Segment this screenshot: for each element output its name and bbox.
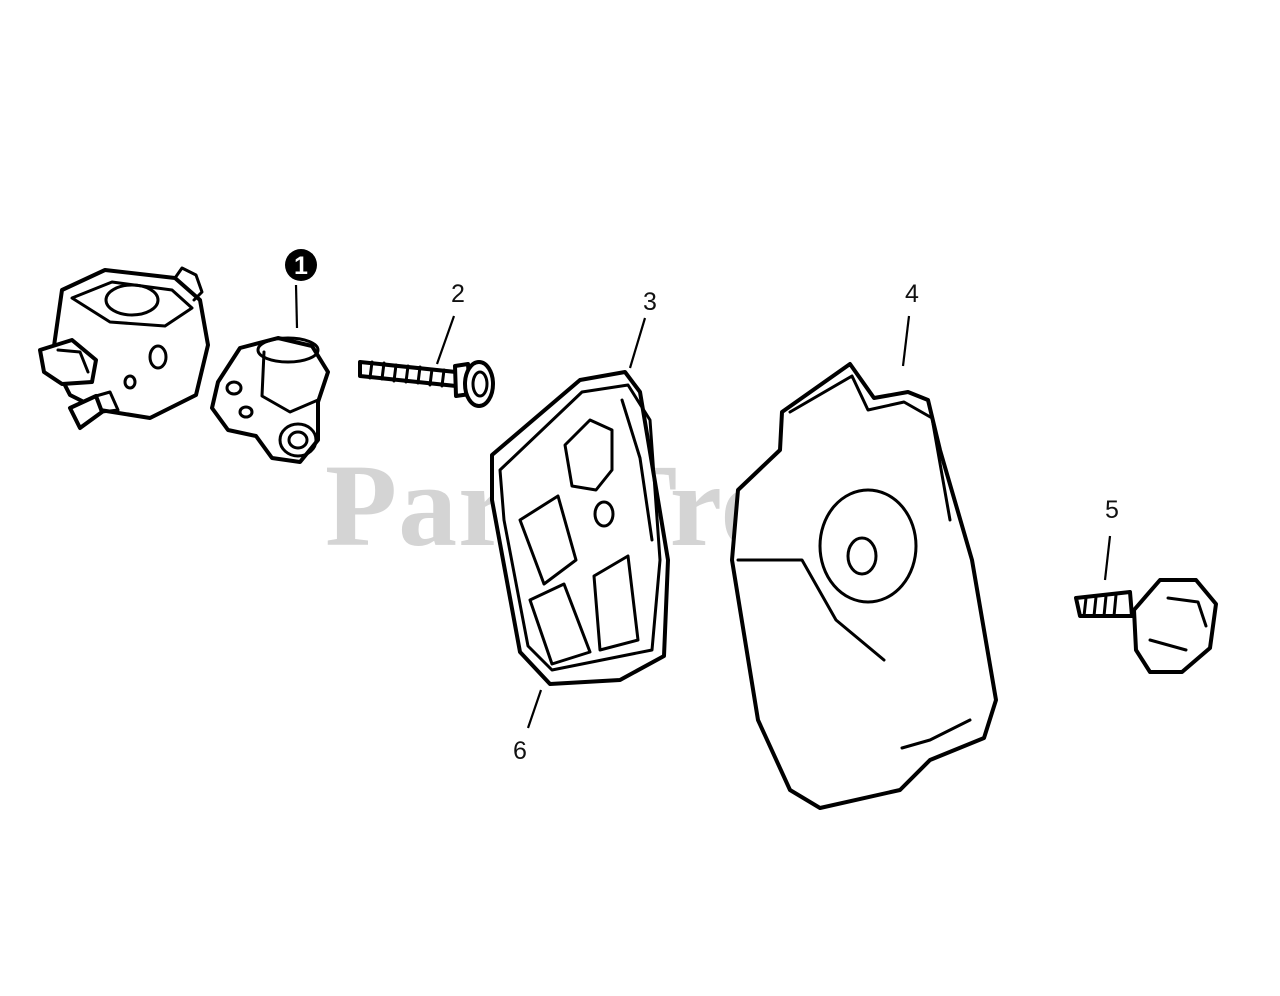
knob-part[interactable] [1074,578,1218,674]
screw-part[interactable] [358,360,495,408]
callout-badge [285,249,317,281]
carburetor-part[interactable] [38,266,210,430]
intake-adapter-part[interactable] [210,336,330,464]
filter-cover-part[interactable] [730,362,998,810]
callout-label-1: 1 [294,252,308,280]
callout-label-3[interactable]: 3 [643,288,657,316]
callout-1[interactable]: 1 [285,249,317,281]
callout-label-5[interactable]: 5 [1105,496,1119,524]
callout-label-6[interactable]: 6 [513,737,527,765]
callout-label-4[interactable]: 4 [905,280,919,308]
callout-leaders [294,284,1112,729]
callout-label-2[interactable]: 2 [451,280,465,308]
air-filter-part[interactable] [490,370,670,686]
